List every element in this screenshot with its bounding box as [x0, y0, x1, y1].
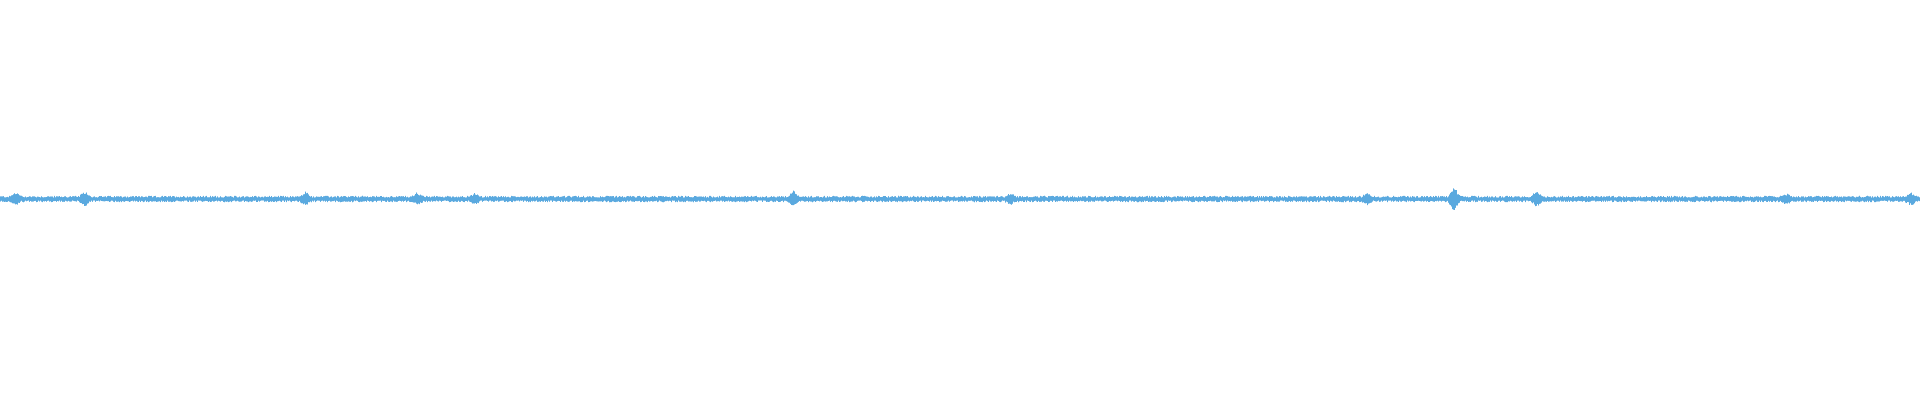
waveform-graphic — [0, 188, 1920, 210]
